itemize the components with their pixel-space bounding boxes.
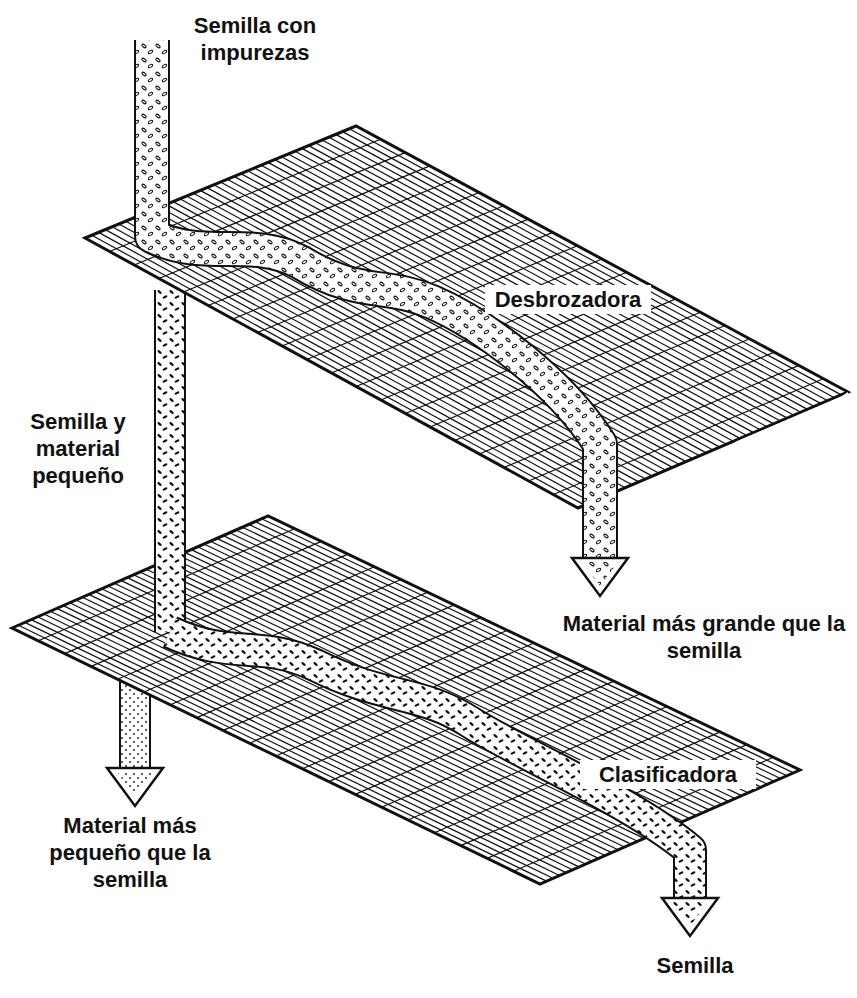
arrow-head [672,902,708,926]
screen-edge [578,392,848,508]
outlet-label: Material más pequeño que la semilla [20,812,240,893]
arrow-head [117,772,153,796]
seed-fines-flow [156,290,184,632]
arrow-head [662,898,718,936]
outlet-label: Material más grande que la semilla [556,610,852,664]
inlet-label: Semilla con impurezas [180,12,330,66]
machine-label: Clasificadora [580,760,756,789]
outlet-label: Semilla [640,952,750,979]
arrow-head [582,562,618,586]
screen-strip [735,392,848,444]
screen-edge [578,392,848,508]
seed-fines-flow [154,290,186,632]
arrow-head [107,768,163,806]
arrow-head [572,558,628,596]
machine-label: Desbrozadora [485,285,651,314]
flow-label: Semilla y material pequeño [4,408,152,489]
